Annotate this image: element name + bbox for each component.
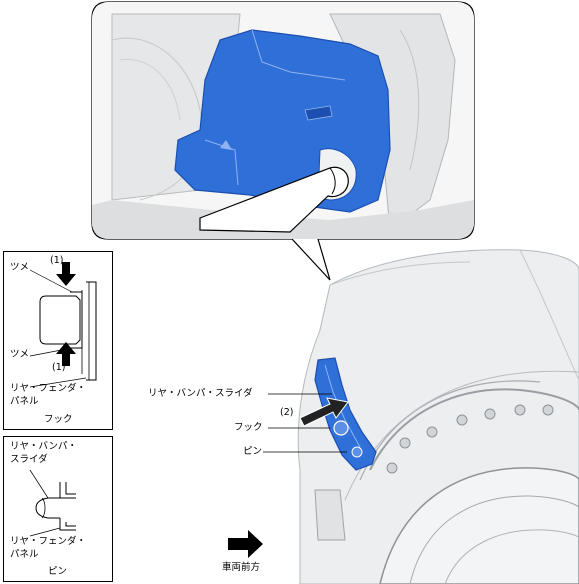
zoom-trunk-view: [92, 2, 474, 239]
label-tsume-bottom: ツメ: [10, 349, 30, 360]
pin-detail-panel: [3, 436, 113, 582]
removal-arrow: [299, 397, 349, 427]
leader-lines: [263, 393, 347, 453]
label-1-top: (1): [50, 255, 64, 266]
vehicle-front-arrow: [228, 530, 263, 558]
label-rear-fender-panel-hook-b: パネル: [10, 396, 39, 407]
label-rear-fender-panel-pin-a: リヤ・フェンダ・: [10, 536, 87, 547]
label-rear-fender-panel-hook-a: リヤ・フェンダ・: [10, 383, 87, 394]
label-2: (2): [280, 407, 294, 418]
caption-pin: ピン: [48, 566, 68, 577]
label-rear-bumper-slider-pin-a: リヤ・バンパ・: [10, 441, 77, 452]
label-rear-fender-panel-pin-b: パネル: [10, 549, 39, 560]
label-rear-bumper-slider: リヤ・バンパ・スライダ: [148, 388, 253, 399]
label-1-bottom: (1): [52, 362, 66, 373]
label-rear-bumper-slider-pin-b: スライダ: [10, 454, 48, 465]
vehicle-rear-body: [297, 249, 579, 584]
label-vehicle-front: 車両前方: [222, 562, 261, 573]
label-pin: ピン: [243, 446, 263, 457]
label-tsume-top: ツメ: [10, 262, 30, 273]
label-hook: フック: [234, 422, 263, 433]
caption-hook: フック: [44, 414, 73, 425]
